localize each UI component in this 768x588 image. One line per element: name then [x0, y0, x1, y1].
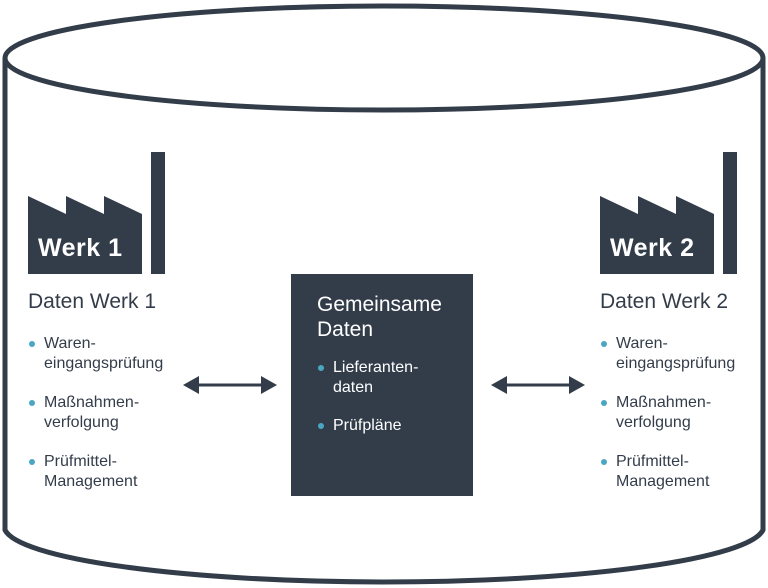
plant2-heading: Daten Werk 2 — [600, 290, 728, 313]
bullet-icon — [29, 400, 35, 406]
factory-icon — [600, 152, 737, 274]
list-item: Prüfmittel- Management — [600, 452, 768, 492]
bullet-icon — [601, 459, 607, 465]
bullet-icon — [601, 400, 607, 406]
plant1-item-list: Waren- eingangsprüfung Maßnahmen- verfol… — [28, 334, 198, 492]
bullet-icon — [29, 341, 35, 347]
plant2-item-list: Waren- eingangsprüfung Maßnahmen- verfol… — [600, 334, 768, 492]
factory-werk-2: Werk 2 — [600, 152, 745, 277]
bullet-icon — [29, 459, 35, 465]
list-item: Waren- eingangsprüfung — [600, 334, 768, 374]
factory-label-werk-2: Werk 2 — [610, 234, 695, 262]
plant1-heading: Daten Werk 1 — [28, 290, 156, 313]
list-item: Prüfmittel- Management — [28, 452, 198, 492]
list-item: Lieferanten- daten — [317, 358, 473, 398]
bullet-icon — [318, 365, 324, 371]
factory-icon — [28, 152, 165, 274]
plant2-data-column: Daten Werk 2 Waren- eingangsprüfung Maßn… — [600, 290, 768, 511]
list-item: Maßnahmen- verfolgung — [600, 393, 768, 433]
shared-item-list: Lieferanten- daten Prüfpläne — [317, 358, 473, 436]
bullet-icon — [318, 423, 324, 429]
double-arrow-icon — [183, 376, 277, 394]
list-item: Waren- eingangsprüfung — [28, 334, 198, 374]
list-item: Prüfpläne — [317, 416, 473, 436]
shared-data-title: Gemeinsame Daten — [317, 293, 442, 341]
shared-data-box: Gemeinsame Daten Lieferanten- daten Prüf… — [291, 274, 473, 496]
factory-label-werk-1: Werk 1 — [38, 234, 123, 262]
factory-werk-1: Werk 1 — [28, 152, 173, 277]
double-arrow-icon — [491, 376, 585, 394]
bullet-icon — [601, 341, 607, 347]
plant1-data-column: Daten Werk 1 Waren- eingangsprüfung Maßn… — [28, 290, 198, 511]
list-item: Maßnahmen- verfolgung — [28, 393, 198, 433]
